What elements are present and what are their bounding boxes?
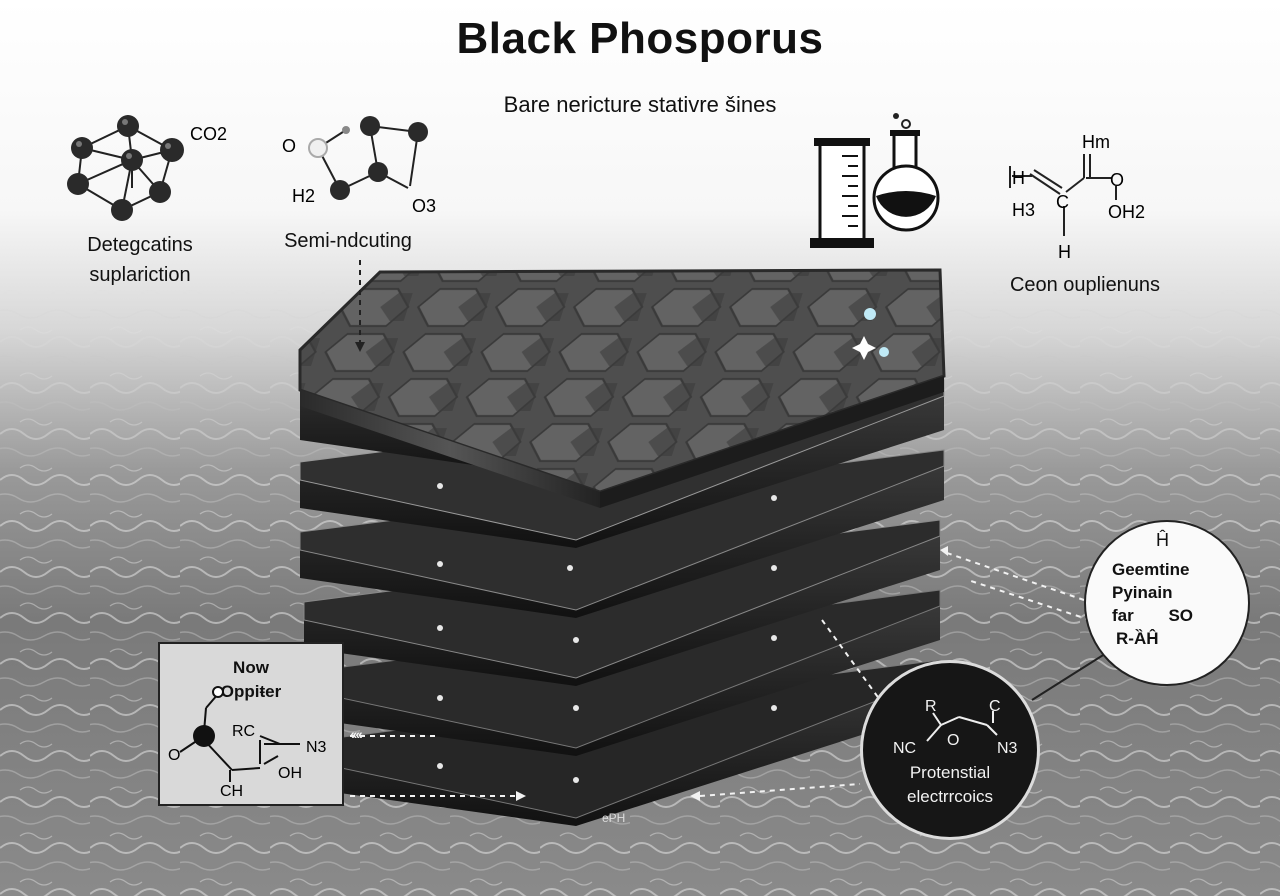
right-h3-label: H3 <box>1012 200 1035 220</box>
flask-icon <box>872 113 940 232</box>
inset-n3-label: N3 <box>306 739 327 756</box>
callout-white-line3b: SO <box>1168 606 1194 625</box>
callout-dark-text: Protenstial electrrcoics <box>863 761 1037 809</box>
callout-dark-line2: electrrcoics <box>907 787 993 806</box>
callout-circle-dark: R C NC O N3 Protenstial electrrcoics <box>860 660 1040 840</box>
dark-nc-label: NC <box>893 740 916 757</box>
inset-oh-label: OH <box>278 765 302 782</box>
inset-title-line2: Oppiŧer <box>220 682 282 701</box>
callout-dark-line1: Protenstial <box>909 763 991 782</box>
top-left-label: Detegcatins suplariction <box>40 230 240 290</box>
callout-white-line3a: far <box>1112 606 1134 625</box>
molecule-cluster-icon: CO2 <box>67 115 227 221</box>
lab-glassware-icon <box>810 113 940 248</box>
dark-r-label: R <box>925 698 937 715</box>
callout-white-line2: Pyinain <box>1112 583 1173 602</box>
ring-molecule-icon: O H2 O3 <box>282 116 436 216</box>
ring-h2-label: H2 <box>292 186 315 206</box>
inset-box-left: Now Oppiŧer O RC N3 OH CH <box>158 642 344 806</box>
callout-circle-white: Ĥ Geemtine Pyinain far SO R-ȀĤ <box>1084 520 1250 686</box>
callout-dark-molecule-icon: R C NC O N3 <box>893 698 1018 757</box>
inset-o-label: O <box>168 747 180 764</box>
dark-c-label: C <box>989 698 1001 715</box>
connector-circle-link <box>1031 651 1109 701</box>
callout-white-text: Geemtine Pyinain far SO R-ȀĤ <box>1112 558 1193 650</box>
right-molecule-icon: H H3 Hm C H O OH2 <box>1009 132 1145 262</box>
co2-formula: CO2 <box>190 124 227 144</box>
connector-dark-circle <box>699 783 861 797</box>
dark-n3-label: N3 <box>997 740 1018 757</box>
inset-title-line1: Now <box>233 658 269 677</box>
right-c-label: C <box>1056 192 1069 212</box>
inset-molecule-icon: O RC N3 OH CH <box>168 686 327 800</box>
subtitle: Bare nericture stativre šines <box>503 92 777 117</box>
graduated-cylinder-icon <box>810 138 874 248</box>
connector-stack-dark <box>821 619 881 701</box>
callout-white-line1: Geemtine <box>1112 560 1190 579</box>
inset-box-title: Now Oppiŧer <box>160 656 342 704</box>
ring-o3-label: O3 <box>412 196 436 216</box>
top-right-label: Ceon ouplienuns <box>1009 274 1161 296</box>
black-phosphorus-stack: ePH <box>298 268 946 826</box>
connector-white-circle-a <box>943 551 1085 601</box>
inset-rc-label: RC <box>232 723 255 740</box>
sparkle-icon <box>852 308 889 360</box>
right-h-label: H <box>1012 168 1025 188</box>
right-oh2-label: OH2 <box>1108 202 1145 222</box>
stack-base-label: ePH <box>602 811 625 825</box>
dark-o-label: O <box>947 732 959 749</box>
ring-o-label: O <box>282 136 296 156</box>
top-left-label-line2: suplariction <box>89 264 191 286</box>
right-hm-label: Hm <box>1082 132 1110 152</box>
callout-white-top: Ĥ <box>1156 530 1169 550</box>
right-h-bottom-label: H <box>1058 242 1071 262</box>
inset-ch-label: CH <box>220 783 243 800</box>
page-title: Black Phosporus <box>456 14 824 63</box>
top-left-label-line1: Detegcatins <box>87 234 193 256</box>
connector-white-circle-b <box>967 579 1091 621</box>
right-o-label: O <box>1110 170 1124 190</box>
callout-white-line4: R-ȀĤ <box>1116 629 1159 648</box>
top-center-label: Semi-ndcuting <box>284 230 412 252</box>
chevron-arrows-icon: ‹‹‹‹ <box>350 726 363 742</box>
callout-white-line3: far SO <box>1112 604 1193 627</box>
